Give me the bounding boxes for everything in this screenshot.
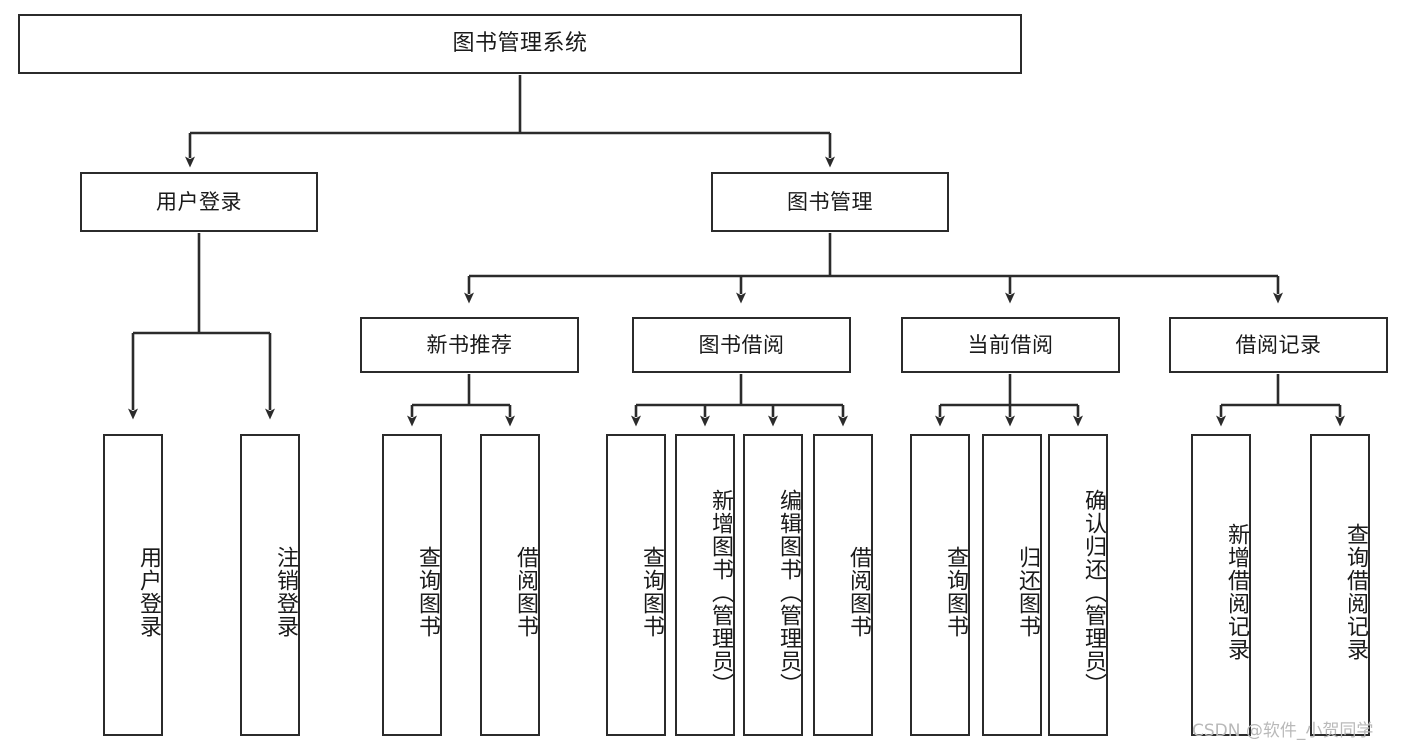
node-current-borrow[interactable]: 当前借阅 [901, 317, 1120, 373]
leaf-recommend-query-book[interactable]: 查询图书 [382, 434, 442, 736]
leaf-recommend-borrow-book[interactable]: 借阅图书 [480, 434, 540, 736]
node-label: 用户登录 [136, 546, 161, 638]
node-label: 新书推荐 [426, 332, 513, 357]
node-label: 图书借阅 [698, 332, 785, 357]
node-label: 查询图书 [943, 546, 968, 638]
node-label: 用户登录 [156, 189, 242, 214]
node-user-login[interactable]: 用户登录 [80, 172, 318, 232]
node-label: 借阅图书 [513, 546, 538, 638]
node-borrow-record[interactable]: 借阅记录 [1169, 317, 1388, 373]
node-label: 新增图书（管理员） [708, 488, 733, 696]
node-label: 查询借阅记录 [1343, 523, 1368, 661]
leaf-record-add-record[interactable]: 新增借阅记录 [1191, 434, 1251, 736]
leaf-borrow-edit-book-admin[interactable]: 编辑图书（管理员） [743, 434, 803, 736]
leaf-borrow-borrow-book[interactable]: 借阅图书 [813, 434, 873, 736]
node-label: 注销登录 [273, 546, 298, 638]
leaf-current-query-book[interactable]: 查询图书 [910, 434, 970, 736]
node-label: 图书管理系统 [452, 31, 588, 57]
node-label: 编辑图书（管理员） [776, 488, 801, 696]
watermark-text: CSDN @软件_小贺同学 [1192, 721, 1374, 741]
node-label: 图书管理 [787, 189, 873, 214]
leaf-user-login-signout[interactable]: 注销登录 [240, 434, 300, 736]
leaf-borrow-add-book-admin[interactable]: 新增图书（管理员） [675, 434, 735, 736]
leaf-user-login-signin[interactable]: 用户登录 [103, 434, 163, 736]
node-root-system[interactable]: 图书管理系统 [18, 14, 1022, 74]
leaf-record-query-record[interactable]: 查询借阅记录 [1310, 434, 1370, 736]
node-label: 新增借阅记录 [1224, 523, 1249, 661]
node-label: 确认归还（管理员） [1081, 488, 1106, 696]
node-label: 查询图书 [639, 546, 664, 638]
leaf-borrow-query-book[interactable]: 查询图书 [606, 434, 666, 736]
node-label: 归还图书 [1015, 546, 1040, 638]
node-label: 借阅图书 [846, 546, 871, 638]
node-book-borrow[interactable]: 图书借阅 [632, 317, 851, 373]
node-label: 借阅记录 [1235, 332, 1322, 357]
node-book-management[interactable]: 图书管理 [711, 172, 949, 232]
node-new-book-recommend[interactable]: 新书推荐 [360, 317, 579, 373]
leaf-current-confirm-return-admin[interactable]: 确认归还（管理员） [1048, 434, 1108, 736]
node-label: 当前借阅 [967, 332, 1054, 357]
node-label: 查询图书 [415, 546, 440, 638]
leaf-current-return-book[interactable]: 归还图书 [982, 434, 1042, 736]
